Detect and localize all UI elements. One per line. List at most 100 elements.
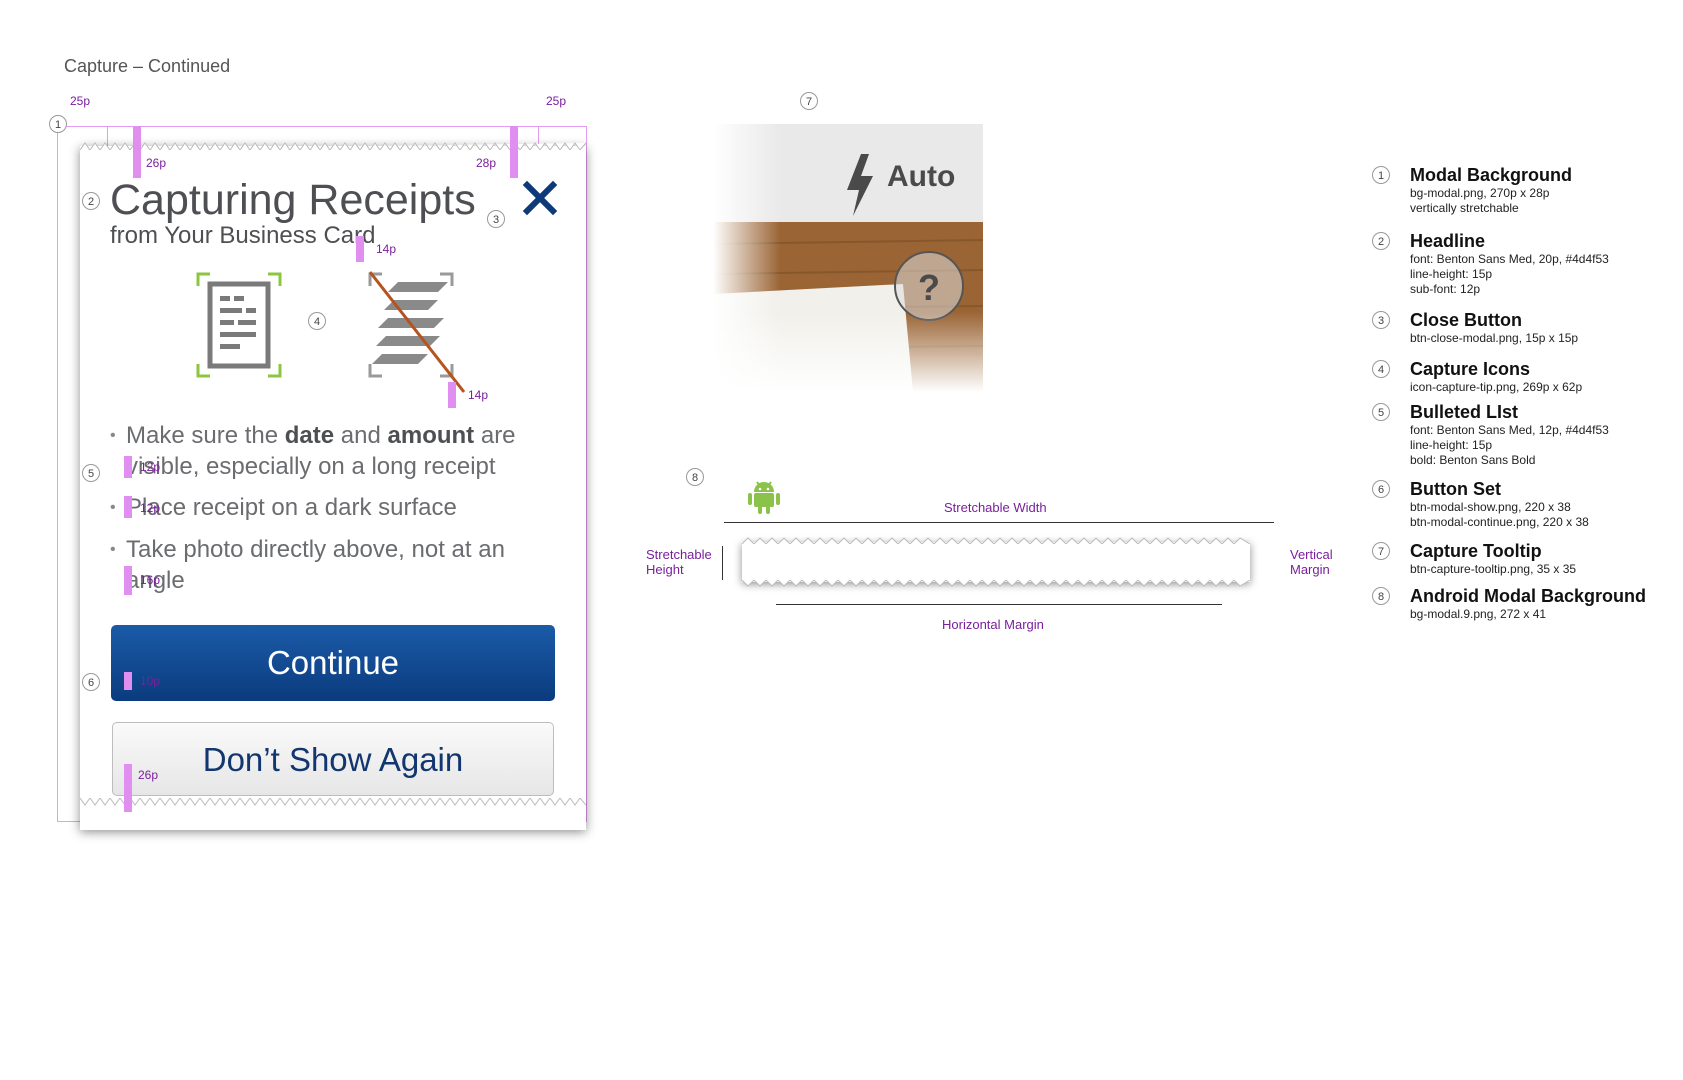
legend-detail: btn-modal-show.png, 220 x 38	[1410, 500, 1571, 514]
legend-number: 6	[1372, 480, 1390, 498]
legend-number: 4	[1372, 360, 1390, 378]
dont-show-again-button[interactable]: Don’t Show Again	[112, 722, 554, 796]
callout-8: 8	[686, 468, 704, 486]
legend-number: 5	[1372, 403, 1390, 421]
legend-number: 3	[1372, 311, 1390, 329]
legend-title: Capture Icons	[1410, 359, 1531, 379]
legend-number: 8	[1372, 587, 1390, 605]
bottom-label: 26p	[138, 768, 159, 782]
margin-right-label: 25p	[546, 94, 567, 108]
bullet-dot: •	[110, 541, 116, 558]
bullet-text-mid: and	[334, 422, 388, 449]
list-item: • Make sure the date and amount are visi…	[110, 420, 560, 482]
modal-bottom-zigzag	[80, 798, 586, 806]
continue-button[interactable]: Continue	[111, 625, 555, 701]
list-item: • Place receipt on a dark surface	[110, 492, 560, 523]
bullet-text-before: Make sure the	[126, 422, 285, 449]
horizontal-margin-line	[776, 604, 1222, 605]
capture-tooltip-crop: ?	[713, 124, 983, 392]
bullet-text-after: are visible, especially on a long receip…	[126, 422, 516, 480]
callout-5: 5	[82, 464, 100, 482]
legend-detail: line-height: 15p	[1410, 438, 1493, 452]
bullet-bold-date: date	[284, 422, 335, 449]
vertical-margin-label: Vertical Margin	[1290, 547, 1333, 577]
measure-bar	[124, 566, 132, 595]
legend-detail: bg-modal.9.png, 272 x 41	[1410, 607, 1547, 621]
android-bottom-zigzag	[742, 580, 1250, 587]
legend-detail: icon-capture-tip.png, 269p x 62p	[1410, 380, 1583, 394]
bullet-dot: •	[110, 427, 116, 444]
top-right-label: 28p	[476, 156, 497, 170]
legend-detail: btn-capture-tooltip.png, 35 x 35	[1410, 562, 1577, 576]
stretchable-width-label: Stretchable Width	[944, 500, 1047, 515]
icon-bottom-label: 14p	[468, 388, 489, 402]
callout-2: 2	[82, 192, 100, 210]
legend-title: Bulleted LIst	[1410, 402, 1519, 422]
legend-title: Button Set	[1410, 479, 1501, 499]
callout-7: 7	[800, 92, 818, 110]
measure-bar	[133, 126, 141, 178]
bullet-text: Take photo directly above, not at an ang…	[126, 536, 505, 594]
legend-title: Capture Tooltip	[1410, 541, 1542, 561]
legend-title: Modal Background	[1410, 165, 1573, 185]
bullet-text: Place receipt on a dark surface	[126, 494, 457, 521]
android-icon	[748, 481, 780, 514]
bullet-gap-label: 12p	[140, 460, 161, 474]
measure-bar	[124, 456, 132, 478]
legend-detail: font: Benton Sans Med, 12p, #4d4f53	[1410, 423, 1609, 437]
margin-left-label: 25p	[70, 94, 91, 108]
legend-title: Headline	[1410, 231, 1486, 251]
bulleted-list: • Make sure the date and amount are visi…	[110, 420, 560, 596]
bullet-dot: •	[110, 499, 116, 516]
modal-headline: Capturing Receipts	[110, 176, 476, 224]
bullet-gap-label: 12p	[140, 501, 161, 515]
modal-background	[80, 146, 586, 830]
legend-title: Android Modal Background	[1410, 586, 1646, 606]
legend-detail: font: Benton Sans Med, 20p, #4d4f53	[1410, 252, 1609, 266]
stretchable-height-line	[722, 546, 723, 580]
stretchable-height-line1: Stretchable	[646, 547, 712, 562]
stretchable-width-line	[724, 522, 1274, 523]
strike-line	[368, 271, 466, 393]
legend-number: 1	[1372, 166, 1390, 184]
horizontal-margin-label: Horizontal Margin	[942, 617, 1044, 632]
flash-auto-label: Auto	[887, 160, 956, 193]
button-gap-label: 10p	[140, 674, 161, 688]
measure-bar	[356, 236, 364, 262]
icon-top-label: 14p	[376, 242, 397, 256]
list-item: • Take photo directly above, not at an a…	[110, 534, 560, 596]
legend-detail: btn-close-modal.png, 15p x 15p	[1410, 331, 1579, 345]
measure-bar	[124, 496, 132, 518]
callout-1: 1	[49, 115, 67, 133]
modal-top-zigzag	[80, 142, 586, 150]
android-modal-background	[742, 542, 1250, 582]
android-top-zigzag	[742, 537, 1250, 544]
measure-bar	[448, 382, 456, 408]
legend-detail: btn-modal-continue.png, 220 x 38	[1410, 515, 1589, 529]
legend-detail: sub-font: 12p	[1410, 282, 1481, 296]
legend-detail: vertically stretchable	[1410, 201, 1519, 215]
callout-6: 6	[82, 673, 100, 691]
legend-detail: bg-modal.png, 270p x 28p	[1410, 186, 1550, 200]
measure-bar	[510, 126, 518, 178]
bullet-bold-amount: amount	[387, 422, 475, 449]
legend-title: Close Button	[1410, 310, 1522, 330]
measure-bar	[124, 672, 132, 690]
modal-subheadline: from Your Business Card	[110, 222, 376, 249]
callout-3: 3	[487, 210, 505, 228]
tooltip-crop-art: ?	[713, 124, 983, 392]
close-icon[interactable]	[522, 180, 558, 216]
list-to-button-label: 16p	[140, 573, 161, 587]
measure-bar	[124, 764, 132, 812]
top-left-label: 26p	[146, 156, 167, 170]
legend-detail: bold: Benton Sans Bold	[1410, 453, 1536, 467]
stretchable-height-label: Stretchable Height	[646, 547, 712, 577]
legend-number: 7	[1372, 542, 1390, 560]
